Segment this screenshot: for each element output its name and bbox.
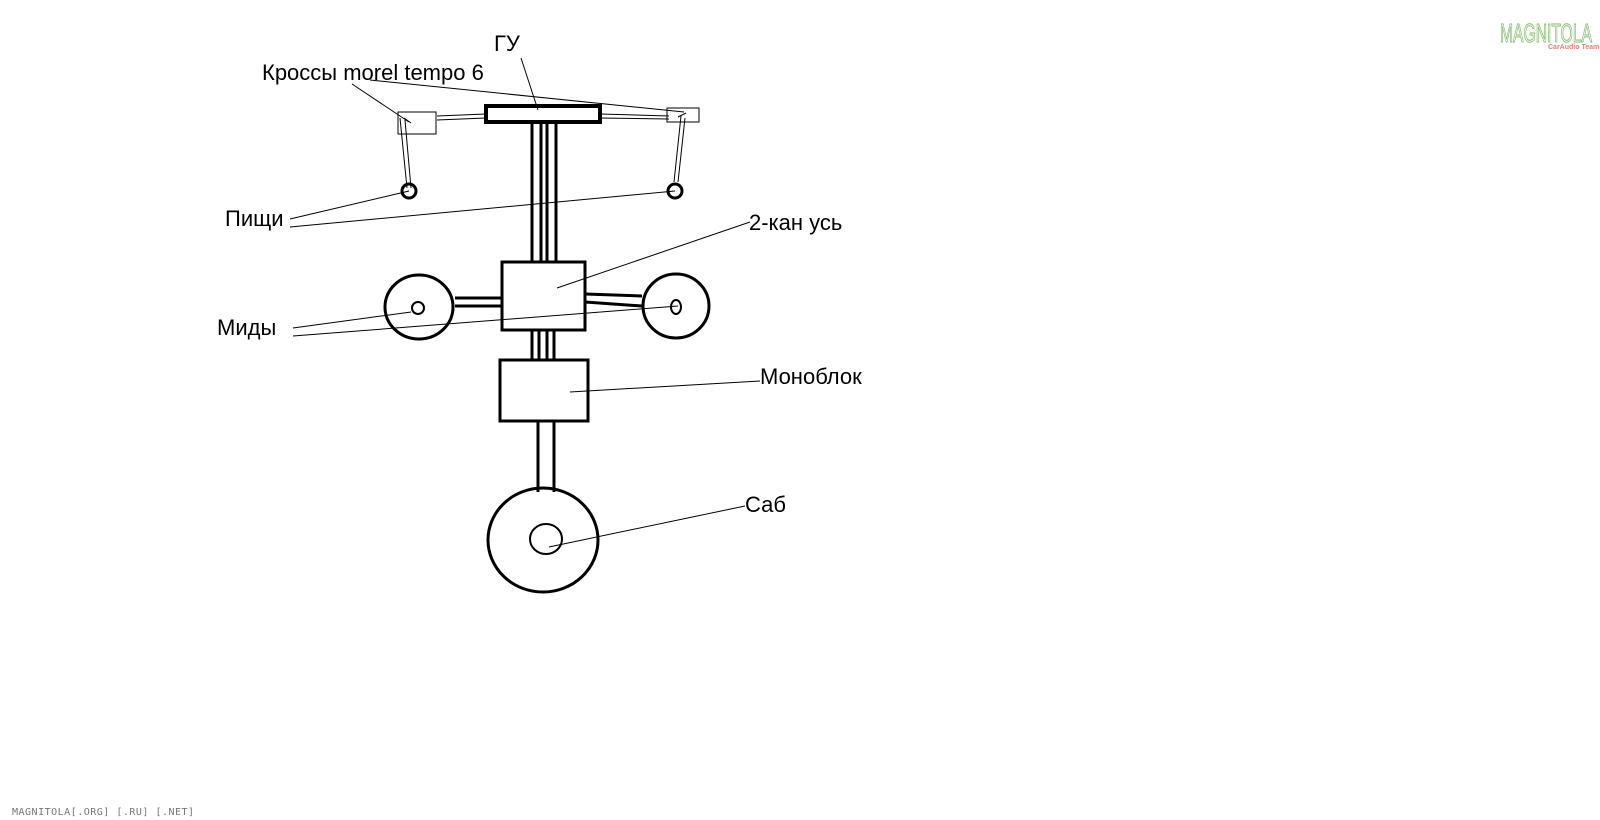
watermark-logo-sub: CarAudio Team [1548,44,1599,51]
watermark-logo: MAGNITOLA [1500,18,1592,48]
label-sub: Саб [745,492,786,517]
subwoofer [486,486,600,594]
crossover-cables [436,113,670,121]
mid-cables [455,292,643,308]
crossover-left [397,111,437,135]
cable-hu-to-amp [530,122,558,262]
monoblock-box [498,358,590,423]
head-unit-box [484,104,602,124]
label-monoblock: Моноблок [760,364,862,389]
tweeter-left [400,182,418,200]
amp-2ch-box [500,260,587,332]
label-crossovers: Кроссы morel tempo 6 [262,60,484,85]
label-head-unit: ГУ [494,31,521,56]
cable-amp-to-mono [530,330,556,360]
label-mids: Миды [217,315,276,340]
cable-mono-to-sub [536,421,556,492]
mid-left [383,273,455,341]
label-tweeters: Пищи [225,206,284,231]
watermark-footer: MAGNITOLA[.ORG] [.RU] [.NET] [12,807,195,818]
crossover-right [666,107,700,123]
leader-lines [289,57,761,548]
label-amp-2ch: 2-кан усь [749,210,842,235]
tweeter-right [666,182,684,200]
tweeter-cables [399,112,687,189]
